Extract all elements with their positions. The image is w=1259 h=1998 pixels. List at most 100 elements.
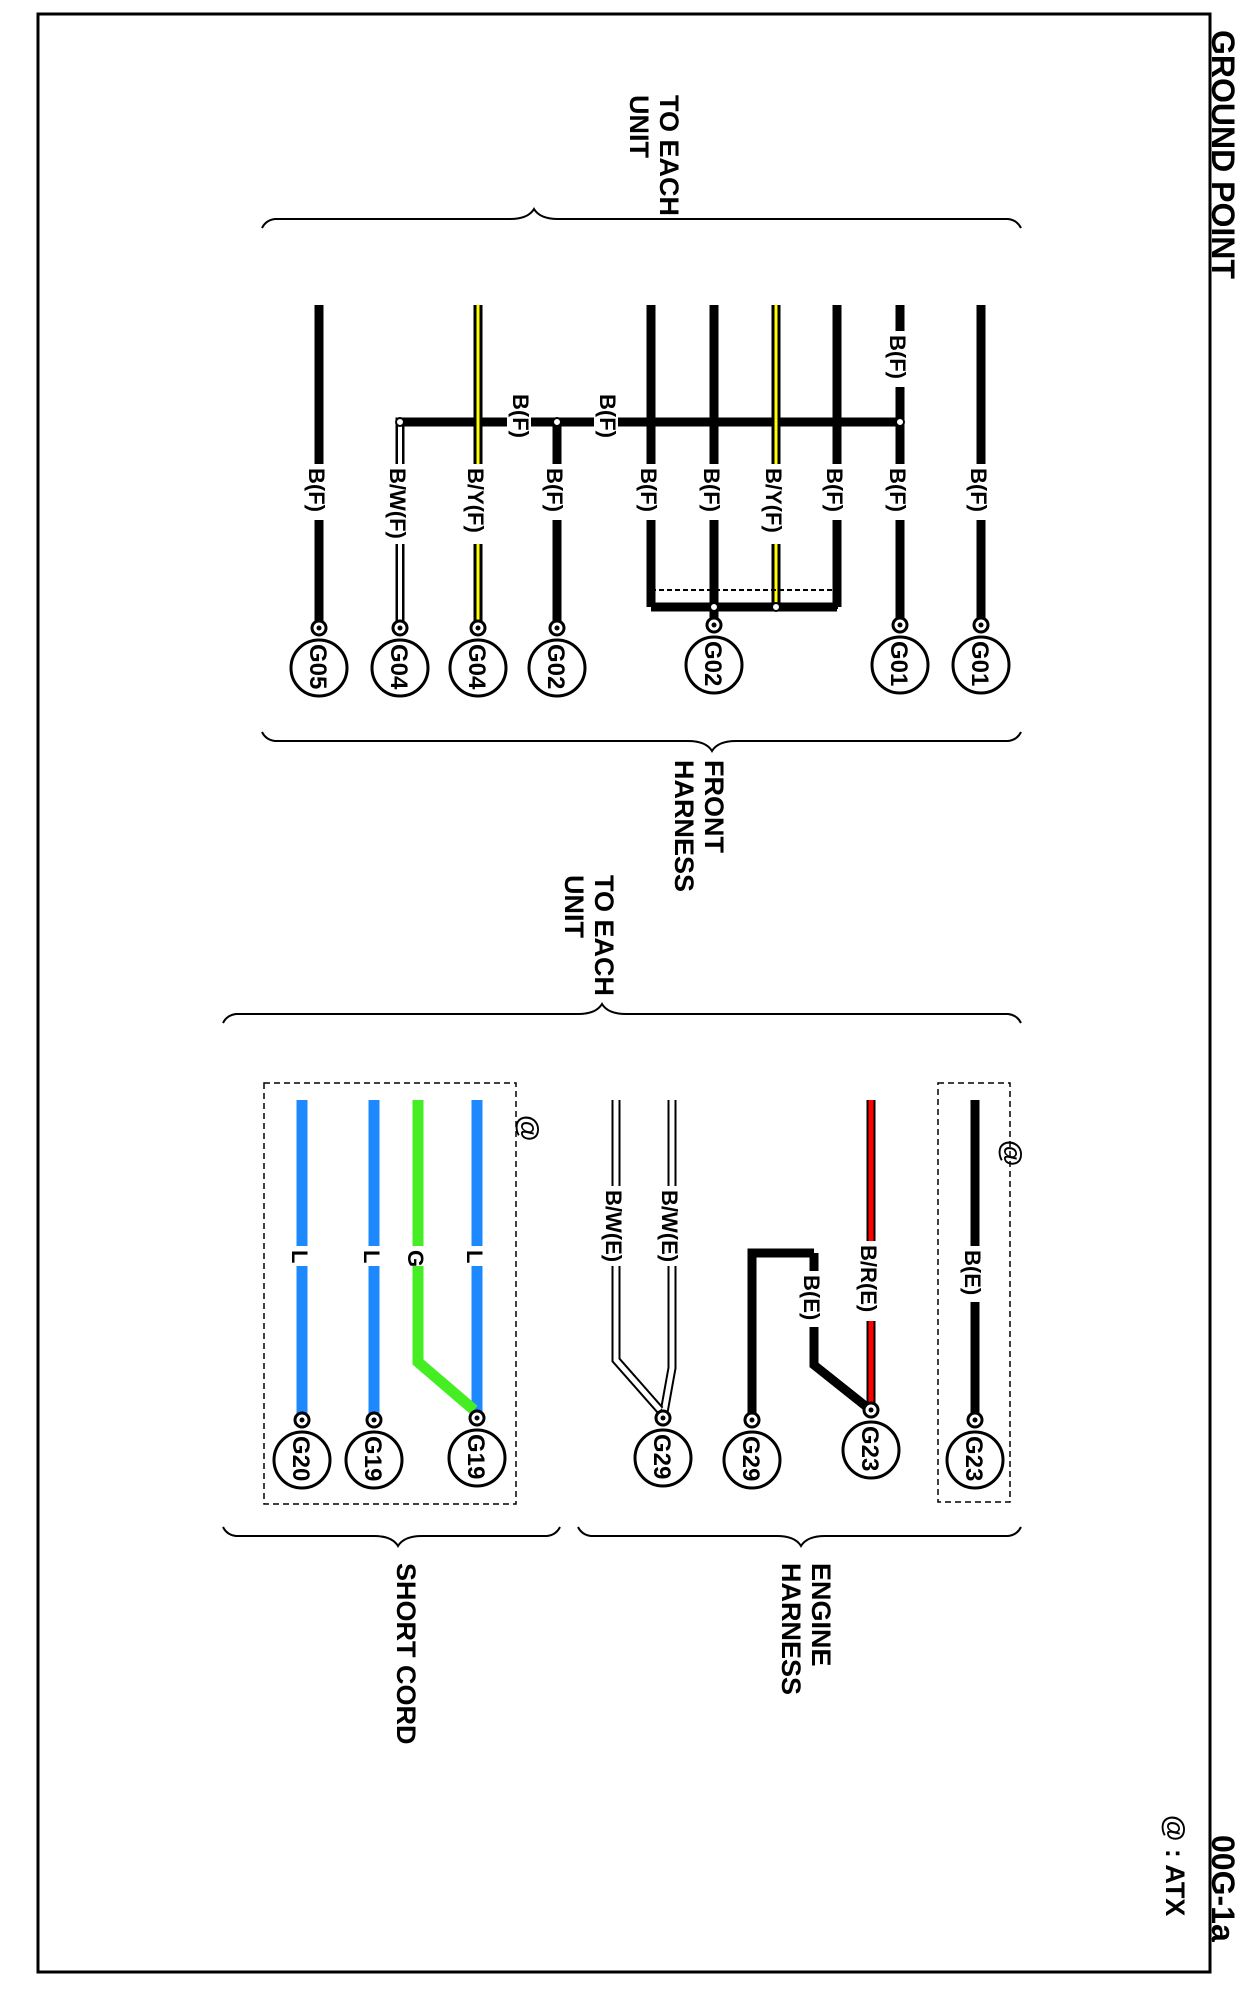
front-top-brace xyxy=(261,207,1022,229)
ground-point-label: G04 xyxy=(385,644,412,690)
page-frame xyxy=(36,12,1212,1974)
ground-terminal-hole xyxy=(554,625,560,631)
engine-bottom-brace xyxy=(577,1526,1022,1548)
ground-terminal-hole xyxy=(371,1417,377,1423)
engine-top-brace xyxy=(222,1002,1022,1024)
front-wire-label-bg xyxy=(541,464,565,520)
short-wire-label-bg xyxy=(286,1246,310,1266)
front-bus-label-bg xyxy=(884,331,908,387)
front-wire-label-bg xyxy=(384,464,408,544)
ground-point-circle xyxy=(945,1430,1005,1490)
page-title: GROUND POINT xyxy=(1205,30,1241,279)
front-wire-label: B/W(F) xyxy=(385,468,410,539)
ground-point-label: G19 xyxy=(462,1434,489,1479)
engine-top-label-2: UNIT xyxy=(559,875,589,938)
short-wire-label-bg xyxy=(358,1246,382,1266)
front-bus-label-bg xyxy=(594,390,618,446)
engine-wire-label: B/R(E) xyxy=(856,1245,881,1312)
ground-point-label: G20 xyxy=(287,1436,314,1481)
ground-point-label: G29 xyxy=(648,1434,675,1479)
junction-dot xyxy=(395,417,405,427)
ground-terminal-hole xyxy=(299,1417,305,1423)
engine-wire-label: B(E) xyxy=(960,1250,985,1295)
ground-point-label: G02 xyxy=(542,644,569,689)
ground-point-label: G29 xyxy=(737,1436,764,1481)
ground-point-circle xyxy=(344,1430,404,1490)
ground-point-circle xyxy=(527,638,587,698)
front-wire-label: B(F) xyxy=(966,468,991,512)
atx-note: @ : ATX xyxy=(1160,1815,1190,1916)
engine-wire-label: B(E) xyxy=(799,1275,824,1320)
atx-marker-short-cord: @ xyxy=(514,1115,544,1141)
front-wire-label: B/Y(F) xyxy=(761,468,786,533)
short-wire-label-bg xyxy=(461,1246,485,1266)
front-wire-label: B/Y(F) xyxy=(463,468,488,533)
ground-point-circle xyxy=(370,638,430,698)
ground-terminal-hole xyxy=(868,1407,874,1413)
ground-point-circle xyxy=(289,638,349,698)
engine-harness-label-2: HARNESS xyxy=(776,1563,806,1695)
front-wire-label-bg xyxy=(303,464,327,520)
ground-point-circle xyxy=(870,635,930,695)
ground-point-label: G01 xyxy=(966,641,993,686)
front-wire-label-bg xyxy=(635,464,659,520)
ground-point-label: G19 xyxy=(359,1436,386,1481)
ground-terminal-hole xyxy=(397,625,403,631)
ground-point-circle xyxy=(722,1430,782,1490)
engine-wire-label-bg xyxy=(600,1186,624,1266)
front-wire-label: B(F) xyxy=(542,468,567,512)
engine-wire-label: B/W(E) xyxy=(657,1190,682,1262)
front-harness-label-1: FRONT xyxy=(699,760,729,853)
ground-terminal-hole xyxy=(474,1415,480,1421)
short-wire-label-bg xyxy=(402,1246,426,1266)
ground-terminal-hole xyxy=(475,625,481,631)
front-harness-label-2: HARNESS xyxy=(669,760,699,892)
ground-point-label: G04 xyxy=(463,644,490,690)
front-wire-label-bg xyxy=(821,464,845,520)
front-top-label-1: TO EACH xyxy=(654,95,684,216)
engine-wire-label-bg xyxy=(959,1246,983,1302)
front-wire-label: B(F) xyxy=(699,468,724,512)
ground-terminal-hole xyxy=(749,1417,755,1423)
front-wire-label: B(F) xyxy=(885,468,910,512)
junction-dot xyxy=(552,417,562,427)
front-wire-label-bg xyxy=(884,464,908,520)
short-wire-label: L xyxy=(359,1250,384,1263)
front-wire-label-bg xyxy=(760,464,784,544)
front-wire-label: B(F) xyxy=(636,468,661,512)
engine-wire-label: B/W(E) xyxy=(601,1190,626,1262)
short-wire-label: G xyxy=(403,1250,428,1267)
front-top-label-2: UNIT xyxy=(624,95,654,158)
ground-point-label: G02 xyxy=(699,641,726,686)
short-cord-label: SHORT CORD xyxy=(391,1563,421,1745)
engine-harness-label-1: ENGINE xyxy=(806,1563,836,1667)
ground-terminal-hole xyxy=(711,622,717,628)
short-wire-label: L xyxy=(462,1250,487,1263)
ground-terminal-hole xyxy=(316,625,322,631)
ground-point-label: G23 xyxy=(960,1436,987,1481)
junction-dot xyxy=(771,602,781,612)
ground-point-circle xyxy=(633,1428,693,1488)
atx-marker-engine: @ xyxy=(997,1140,1027,1166)
short-wire-2 xyxy=(412,1100,478,1415)
front-wire-label: B(F) xyxy=(304,468,329,512)
ground-point-circle xyxy=(272,1430,332,1490)
front-wire-label-bg xyxy=(698,464,722,520)
ground-point-label: G01 xyxy=(885,641,912,686)
front-wire-label: B(F) xyxy=(822,468,847,512)
ground-terminal-hole xyxy=(972,1417,978,1423)
ground-point-circle xyxy=(684,635,744,695)
atx-box-engine xyxy=(937,1082,1011,1503)
junction-dot xyxy=(895,417,905,427)
ground-terminal-hole xyxy=(978,622,984,628)
ground-terminal-hole xyxy=(897,622,903,628)
page-code: 00G-1a xyxy=(1205,1835,1241,1942)
engine-wire-label-bg xyxy=(798,1271,822,1327)
short-wire-label: L xyxy=(287,1250,312,1263)
junction-dot xyxy=(709,602,719,612)
atx-box-short-cord xyxy=(263,1082,517,1505)
ground-point-label: G05 xyxy=(304,644,331,689)
front-wire-label-bg xyxy=(462,464,486,544)
engine-top-label-1: TO EACH xyxy=(589,875,619,996)
ground-point-circle xyxy=(841,1420,901,1480)
